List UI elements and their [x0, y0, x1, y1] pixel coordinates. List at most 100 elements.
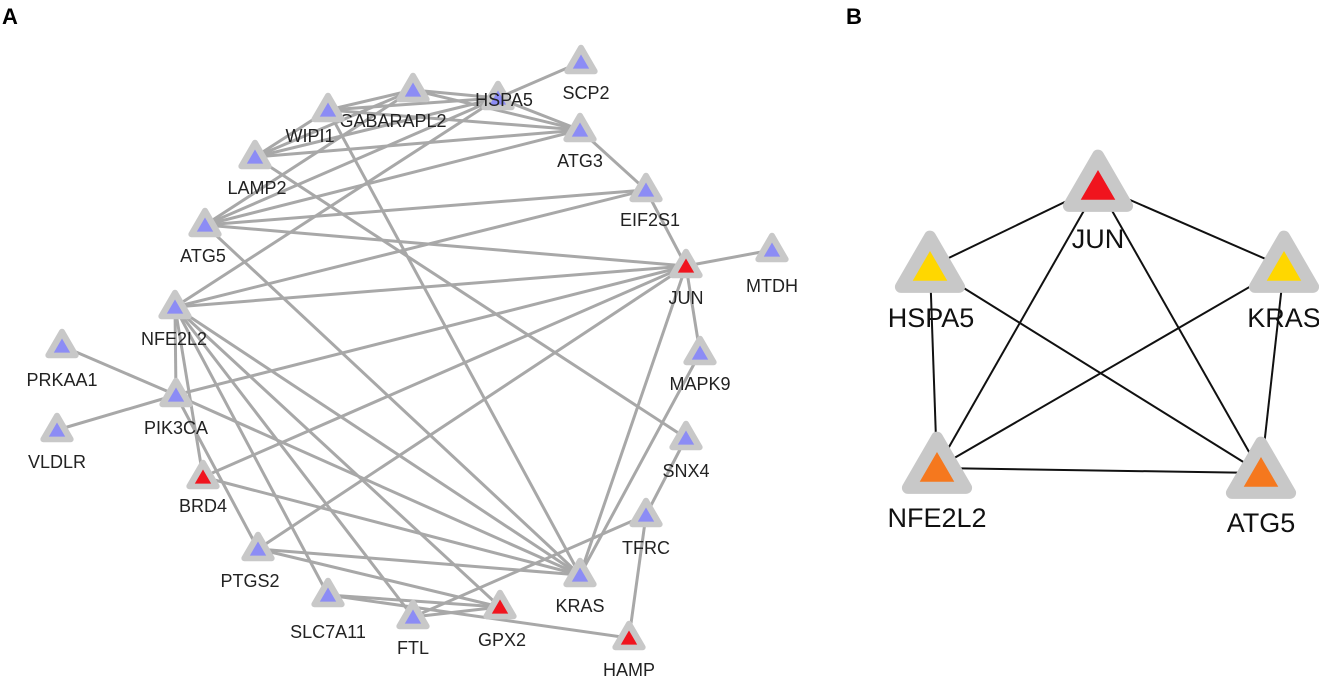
- a-node-eif2s1[interactable]: EIF2S1: [620, 172, 680, 230]
- a-node-ptgs2[interactable]: PTGS2: [220, 531, 280, 591]
- b-node-fill: [1080, 169, 1116, 200]
- a-edge-wipi1-hspa5: [327, 96, 499, 112]
- a-edge-vldlr-pik3ca: [56, 393, 177, 432]
- a-node-tfrc[interactable]: TFRC: [622, 497, 670, 558]
- a-node-label: GPX2: [478, 630, 526, 650]
- b-node-hspa5[interactable]: HSPA5: [888, 230, 975, 333]
- a-node-slc7a11[interactable]: SLC7A11: [290, 577, 366, 642]
- a-node-fill: [763, 242, 781, 257]
- a-node-hspa5[interactable]: HSPA5: [475, 80, 533, 111]
- a-node-fill: [196, 217, 214, 232]
- a-node-fill: [491, 599, 509, 614]
- a-edge-eif2s1-atg5: [204, 188, 647, 227]
- a-edge-nfe2l2-kras: [174, 305, 581, 577]
- a-node-atg5[interactable]: ATG5: [180, 207, 226, 266]
- a-edge-tfrc-ftl: [412, 513, 647, 619]
- a-node-fill: [637, 507, 655, 522]
- b-edge-kras-nfe2l2: [936, 266, 1285, 469]
- a-edge-nfe2l2-ftl: [173, 306, 415, 618]
- a-edge-wipi1-kras: [326, 109, 582, 576]
- b-node-label: NFE2L2: [887, 503, 986, 533]
- network-a-edges: [56, 60, 773, 640]
- a-edge-nfe2l2-slc7a11: [173, 306, 330, 596]
- a-edge-jun-ptgs2: [257, 264, 687, 551]
- a-node-fill: [572, 54, 590, 69]
- a-node-label: LAMP2: [227, 178, 286, 198]
- a-edge-eif2s1-jun: [644, 189, 688, 267]
- a-node-fill: [249, 541, 267, 556]
- a-node-fill: [194, 469, 212, 484]
- a-node-wipi1[interactable]: WIPI1: [285, 92, 345, 146]
- b-edge-hspa5-atg5: [929, 266, 1262, 474]
- a-node-atg3[interactable]: ATG3: [557, 112, 603, 171]
- a-node-label: NFE2L2: [141, 329, 207, 349]
- b-node-fill: [912, 250, 948, 281]
- a-node-label: HAMP: [603, 660, 655, 679]
- a-node-label: SCP2: [562, 83, 609, 103]
- b-node-fill: [1243, 456, 1279, 487]
- a-node-snx4[interactable]: SNX4: [662, 420, 710, 481]
- a-node-fill: [167, 387, 185, 402]
- b-node-label: JUN: [1072, 224, 1125, 254]
- network-b-nodes: JUN HSPA5 KRAS NFE2L2 ATG5: [887, 149, 1319, 538]
- a-node-scp2[interactable]: SCP2: [562, 44, 610, 103]
- a-node-nfe2l2[interactable]: NFE2L2: [141, 289, 207, 349]
- a-node-mapk9[interactable]: MAPK9: [669, 335, 731, 394]
- a-node-label: MTDH: [746, 276, 798, 296]
- b-edge-jun-nfe2l2: [936, 185, 1099, 469]
- a-node-hamp[interactable]: HAMP: [603, 620, 655, 679]
- a-edge-pik3ca-ptgs2: [174, 394, 260, 550]
- a-node-fill: [404, 82, 422, 97]
- a-edge-hspa5-lamp2: [254, 96, 499, 159]
- a-edge-slc7a11-hamp: [327, 593, 630, 640]
- a-node-label: KRAS: [555, 596, 604, 616]
- a-edge-nfe2l2-brd4: [173, 306, 205, 478]
- a-node-lamp2[interactable]: LAMP2: [227, 139, 287, 198]
- a-node-prkaa1[interactable]: PRKAA1: [26, 328, 98, 390]
- a-node-fill: [319, 587, 337, 602]
- a-node-label: FTL: [397, 638, 429, 658]
- b-node-nfe2l2[interactable]: NFE2L2: [887, 431, 987, 533]
- a-node-jun[interactable]: JUN: [669, 248, 704, 308]
- a-edge-jun-nfe2l2: [174, 264, 687, 309]
- b-node-label: HSPA5: [888, 303, 975, 333]
- a-node-vldlr[interactable]: VLDLR: [28, 412, 86, 472]
- a-node-gpx2[interactable]: GPX2: [478, 589, 526, 650]
- a-edge-pik3ca-kras: [175, 393, 581, 577]
- a-node-kras[interactable]: KRAS: [555, 557, 605, 616]
- b-node-fill: [1266, 250, 1302, 281]
- network-b: JUN HSPA5 KRAS NFE2L2 ATG5: [887, 149, 1319, 538]
- a-edge-prkaa1-pik3ca: [61, 344, 177, 397]
- a-edge-atg5-jun: [204, 223, 687, 268]
- a-node-label: JUN: [669, 288, 704, 308]
- b-edge-jun-atg5: [1097, 185, 1262, 474]
- a-node-label: SLC7A11: [290, 622, 366, 642]
- b-node-kras[interactable]: KRAS: [1247, 230, 1319, 333]
- a-node-label: GABARAPL2: [339, 111, 446, 131]
- b-node-jun[interactable]: JUN: [1062, 149, 1134, 254]
- a-node-fill: [677, 430, 695, 445]
- a-node-label: ATG3: [557, 151, 603, 171]
- a-node-fill: [571, 122, 589, 137]
- a-edge-lamp2-snx4: [254, 155, 687, 440]
- a-edge-snx4-tfrc: [644, 437, 688, 516]
- a-node-label: BRD4: [179, 496, 227, 516]
- a-edge-jun-pik3ca: [175, 264, 687, 397]
- a-node-mtdh[interactable]: MTDH: [746, 232, 798, 296]
- a-node-gabarapl2[interactable]: GABARAPL2: [339, 72, 447, 131]
- a-node-brd4[interactable]: BRD4: [179, 459, 227, 516]
- panel-letter-b: B: [846, 4, 862, 29]
- a-node-ftl[interactable]: FTL: [396, 599, 430, 658]
- a-node-fill: [53, 338, 71, 353]
- a-edge-wipi1-atg3: [327, 108, 581, 132]
- a-node-fill: [404, 609, 422, 624]
- b-node-atg5[interactable]: ATG5: [1225, 436, 1297, 538]
- a-edge-tfrc-hamp: [627, 514, 648, 639]
- a-node-pik3ca[interactable]: PIK3CA: [144, 377, 208, 438]
- a-node-fill: [620, 630, 638, 645]
- a-node-label: TFRC: [622, 538, 670, 558]
- a-edge-eif2s1-nfe2l2: [174, 188, 647, 309]
- b-node-fill: [919, 451, 955, 482]
- a-edge-jun-kras: [578, 265, 688, 576]
- a-edge-atg5-kras: [203, 223, 582, 577]
